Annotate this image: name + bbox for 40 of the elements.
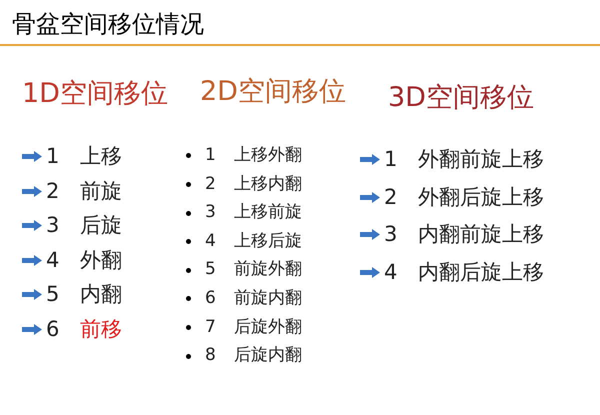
- item-text: 上移内翻: [234, 176, 302, 193]
- item-number: 2: [205, 176, 216, 193]
- item-number: 2: [46, 180, 60, 202]
- item-number: 4: [384, 262, 398, 282]
- item-text: 上移后旋: [234, 232, 302, 250]
- column-heading: 2D空间移位: [200, 78, 346, 105]
- item-number: 5: [205, 261, 216, 278]
- item-text: 外翻后旋上移: [418, 186, 544, 208]
- item-text: 前旋: [80, 180, 122, 202]
- item-text: 后旋外翻: [234, 318, 302, 336]
- item-number: 1: [205, 147, 216, 164]
- item-text: 后旋: [80, 215, 122, 236]
- item-number: 6: [205, 290, 216, 307]
- item-number: 4: [46, 250, 60, 270]
- item-number: 2: [384, 186, 398, 208]
- item-text: 前移: [80, 318, 122, 340]
- item-number: 4: [205, 232, 216, 250]
- item-number: 1: [46, 146, 60, 167]
- item-number: 3: [205, 204, 216, 222]
- column-heading: 1D空间移位: [22, 80, 168, 107]
- item-text: 内翻: [80, 284, 122, 305]
- item-text: 上移前旋: [234, 204, 302, 222]
- item-number: 7: [205, 318, 216, 336]
- item-text: 前旋内翻: [234, 290, 302, 307]
- column-heading: 3D空间移位: [388, 84, 534, 111]
- item-number: 1: [384, 149, 398, 170]
- item-text: 内翻后旋上移: [418, 262, 544, 282]
- item-text: 前旋外翻: [234, 261, 302, 278]
- item-text: 上移: [80, 146, 122, 167]
- item-text: 后旋内翻: [234, 347, 302, 364]
- item-number: 5: [46, 284, 60, 305]
- item-number: 6: [46, 318, 60, 340]
- title: 骨盆空间移位情况: [12, 12, 204, 36]
- item-text: 外翻: [80, 250, 122, 270]
- item-text: 内翻前旋上移: [418, 224, 544, 245]
- item-text: 外翻前旋上移: [418, 149, 544, 170]
- item-text: 上移外翻: [234, 147, 302, 164]
- item-number: 8: [205, 347, 216, 364]
- item-number: 3: [46, 215, 60, 236]
- item-number: 3: [384, 224, 398, 245]
